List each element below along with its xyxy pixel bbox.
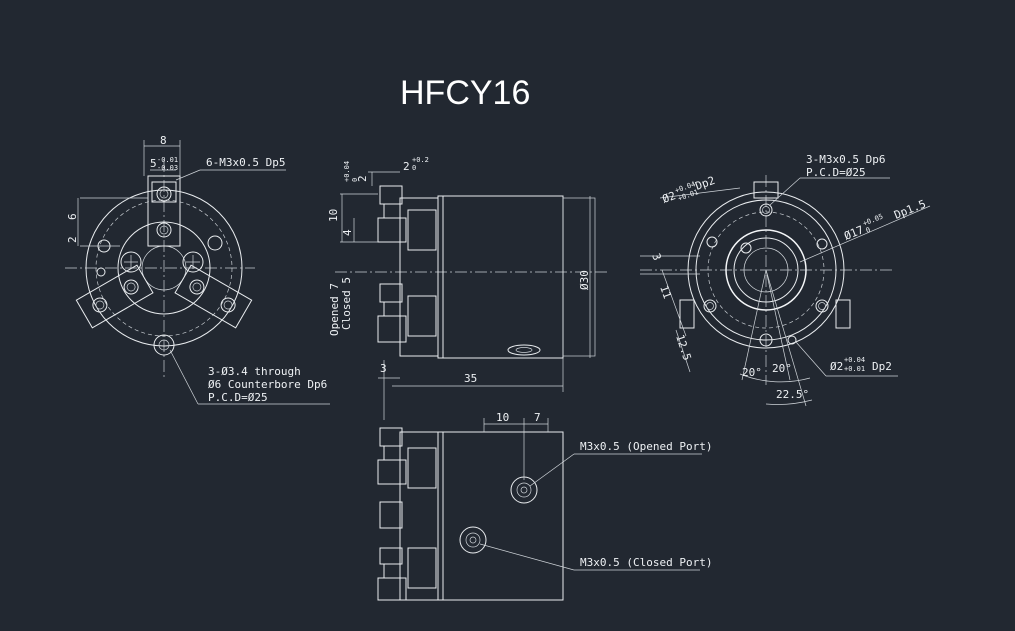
rear-dim-12-5: 12.5	[673, 333, 694, 362]
rear-dim-pin-bot-tol-lower: +0.01	[844, 365, 865, 373]
side-dim-depth-tol-lower: 0	[351, 178, 359, 182]
side-dim-2: 2	[403, 160, 410, 173]
rear-dim-pin-top: Ø2	[661, 189, 678, 206]
side-dim-10: 10	[327, 209, 340, 222]
front-note-counterbore: Ø6 Counterbore Dp6	[208, 378, 327, 391]
rear-view: 3-M3x0.5 Dp6 P.C.D=Ø25 Ø2 +0.04 +0.01 Dp…	[640, 153, 931, 407]
rear-note-tapped: 3-M3x0.5 Dp6	[806, 153, 885, 166]
rear-angle-1: 20°	[742, 366, 762, 379]
rear-dim-3: 3	[649, 252, 663, 263]
front-dim-2: 2	[66, 236, 79, 243]
bottom-dim-7: 7	[534, 411, 541, 424]
rear-angle-2: 20°	[772, 362, 792, 375]
side-dim-opened: Opened 7	[328, 283, 341, 336]
front-dim-5: 5	[150, 157, 157, 170]
rear-dim-bore: Ø17	[842, 223, 865, 242]
front-dim-5-tol-lower: -0.03	[157, 164, 178, 172]
bottom-dim-10: 10	[496, 411, 509, 424]
side-dim-2-tol-upper: +0.2	[412, 156, 429, 164]
drawing-title: HFCY16	[400, 74, 530, 112]
side-dim-4: 4	[341, 229, 354, 236]
front-note-tapped: 6-M3x0.5 Dp5	[206, 156, 285, 169]
side-dim-depth: 2	[356, 175, 369, 182]
rear-dim-pin-top-depth: Dp2	[694, 174, 717, 193]
side-dim-dia30: Ø30	[578, 270, 591, 290]
front-note-pcd: P.C.D=Ø25	[208, 391, 268, 404]
bottom-port-opened: M3x0.5 (Opened Port)	[580, 440, 712, 453]
side-dim-closed: Closed 5	[340, 277, 353, 330]
front-view: 8 5 -0.01 -0.03 6-M3x0.5 Dp5 6 2 3-Ø3.4 …	[65, 134, 330, 405]
side-dim-3: 3	[380, 362, 387, 375]
rear-dim-pin-bot: Ø2	[830, 360, 843, 373]
bottom-port-closed: M3x0.5 (Closed Port)	[580, 556, 712, 569]
side-dim-35: 35	[464, 372, 477, 385]
rear-dim-bore-tol-lower: 0	[865, 226, 872, 235]
bottom-view: 10 7 M3x0.5 (Opened Port) M3x0.5 (Closed…	[377, 411, 712, 601]
front-dim-6: 6	[66, 213, 79, 220]
front-dim-5-tol-upper: -0.01	[157, 156, 178, 164]
side-dim-2-tol-lower: 0	[412, 164, 416, 172]
side-view: 10 4 2 +0.04 0 2 +0.2 0 Ø30 Opened 7 Clo…	[327, 156, 610, 420]
rear-dim-bore-tol-upper: +0.05	[862, 213, 885, 228]
side-dim-depth-tol-upper: +0.04	[343, 161, 351, 182]
rear-note-pcd: P.C.D=Ø25	[806, 166, 866, 179]
front-dim-8: 8	[160, 134, 167, 147]
front-note-through: 3-Ø3.4 through	[208, 365, 301, 378]
rear-dim-pin-bot-tol-upper: +0.04	[844, 356, 865, 364]
rear-angle-3: 22.5°	[776, 388, 809, 401]
rear-dim-11: 11	[657, 284, 674, 301]
rear-dim-pin-bot-depth: Dp2	[872, 360, 892, 373]
rear-dim-bore-depth: Dp1.5	[892, 197, 928, 221]
